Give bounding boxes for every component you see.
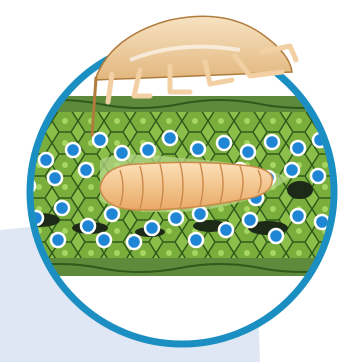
air-space [287,181,313,199]
cell-dot [219,223,233,237]
cell-dot [48,171,62,185]
cell-dot [217,136,231,150]
cell-dot [145,221,159,235]
cell-dot [311,169,325,183]
cell-dot [191,142,205,156]
cell-dot [269,229,283,243]
cell-dot [169,211,183,225]
cell-dot [189,233,203,247]
cell-dot [79,163,93,177]
cell-dot [163,131,177,145]
cell-dot [243,213,257,227]
cell-dot [97,233,111,247]
cell-dot [141,143,155,157]
upper-epidermis [20,96,344,114]
cell-dot [291,209,305,223]
cell-dot [81,219,95,233]
cell-dot [127,235,141,249]
cell-dot [265,135,279,149]
cell-dot [193,207,207,221]
cell-dot [105,207,119,221]
cell-dot [115,146,129,160]
cell-dot [66,143,80,157]
cell-dot [55,201,69,215]
cell-dot [285,163,299,177]
cell-dot [39,153,53,167]
cell-dot [291,141,305,155]
cell-dot [51,233,65,247]
cell-dot [93,133,107,147]
cell-dot [241,145,255,159]
